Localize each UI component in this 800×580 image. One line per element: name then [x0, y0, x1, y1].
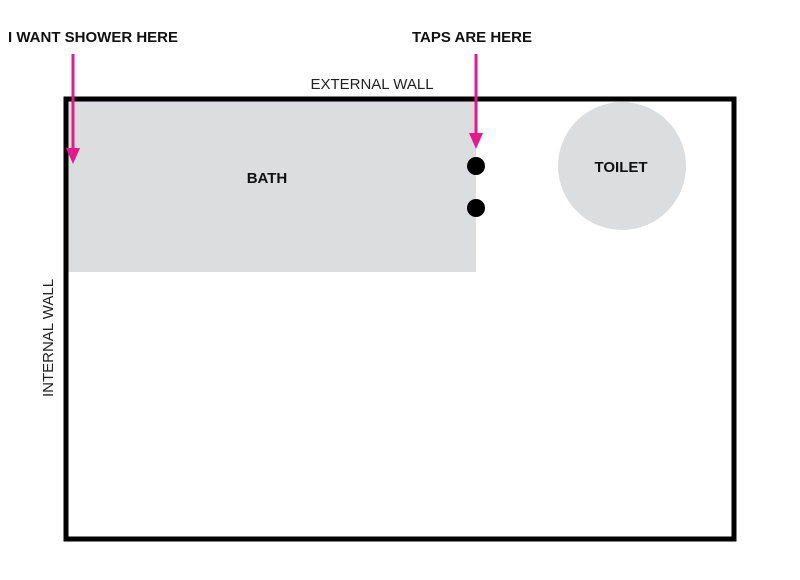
tap-upper [467, 157, 485, 175]
taps-annotation: TAPS ARE HERE [412, 29, 532, 46]
bath-label: BATH [247, 170, 288, 187]
toilet-label: TOILET [594, 159, 647, 176]
shower-arrow [66, 54, 80, 164]
bath-fixture [66, 100, 476, 272]
internal-wall-label: INTERNAL WALL [40, 279, 57, 397]
tap-lower [467, 199, 485, 217]
toilet-fixture [558, 102, 686, 230]
taps-arrow [469, 54, 483, 149]
external-wall-label: EXTERNAL WALL [310, 76, 433, 93]
room-walls [63, 96, 737, 542]
shower-annotation: I WANT SHOWER HERE [8, 29, 178, 46]
